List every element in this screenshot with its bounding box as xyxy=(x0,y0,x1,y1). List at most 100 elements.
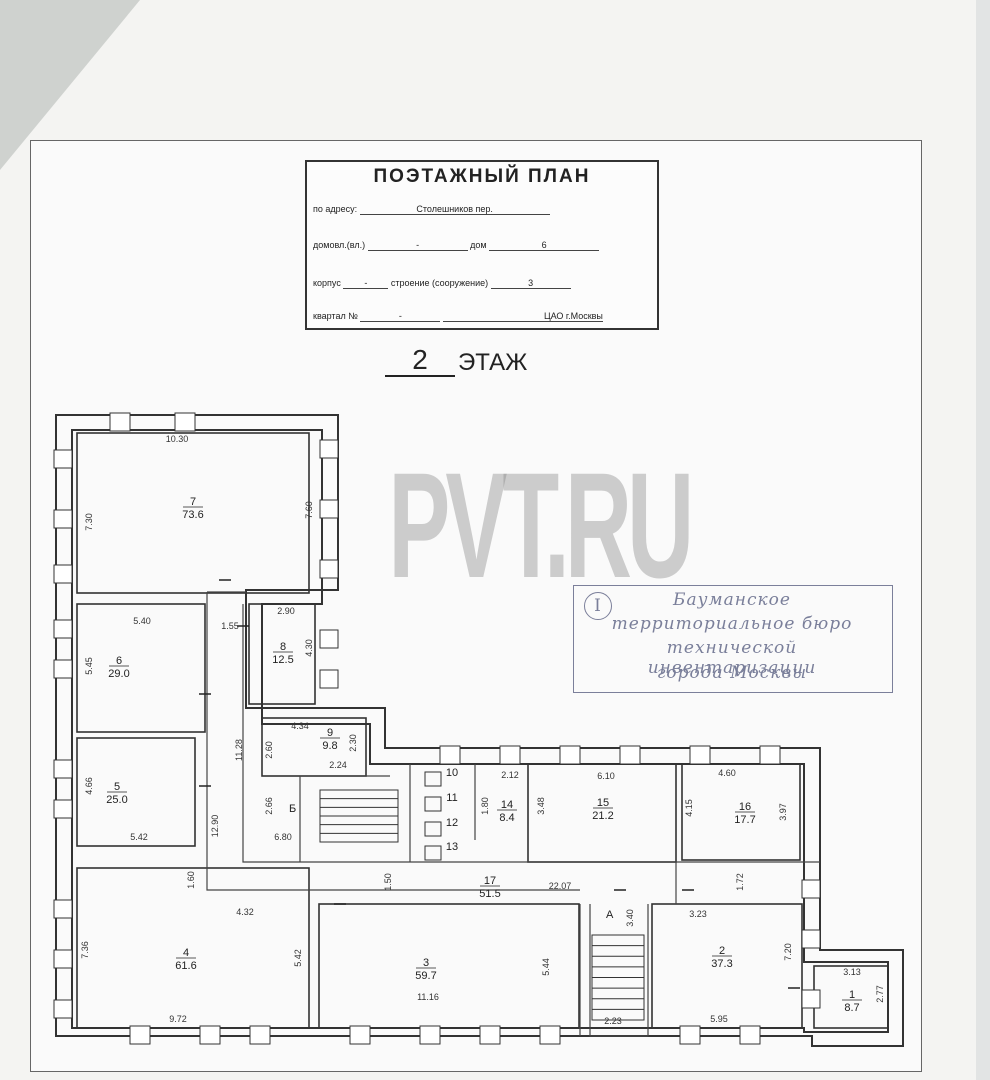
floor-label: ЭТАЖ xyxy=(458,349,528,376)
dimension-label-42: 2.77 xyxy=(875,985,885,1003)
dimension-label-4: 5.40 xyxy=(133,616,151,626)
room-number-17: 17 xyxy=(484,875,496,887)
watermark: PVT.RU xyxy=(388,441,694,609)
dimension-label-25: 3.97 xyxy=(778,803,788,821)
dimension-label-33: 5.44 xyxy=(541,958,551,976)
room-area-17: 51.5 xyxy=(479,888,500,900)
window-h-1 xyxy=(109,412,131,432)
dimension-label-18: 6.80 xyxy=(274,832,292,842)
dimension-label-7: 2.90 xyxy=(277,606,295,616)
dimension-label-24: 4.60 xyxy=(718,768,736,778)
district: ЦАО г.Москвы xyxy=(442,311,603,322)
window-h-11 xyxy=(249,1025,271,1045)
address-row: по адресу: Столешников пер. xyxy=(313,204,550,215)
room-number-11: 11 xyxy=(446,792,457,804)
dimension-label-35: 3.40 xyxy=(625,909,635,927)
stamp-line-1: Бауманское xyxy=(673,590,791,610)
kvartal-row: квартал № - ЦАО г.Москвы xyxy=(313,311,603,322)
dimension-label-14: 4.66 xyxy=(84,777,94,795)
dimension-label-11: 2.60 xyxy=(264,741,274,759)
room-number-7: 7 xyxy=(190,496,196,508)
room-outline-1 xyxy=(76,432,310,594)
dimension-label-41: 3.13 xyxy=(843,967,861,977)
stamp-line-4: города Москвы xyxy=(656,663,808,683)
window-h-12 xyxy=(349,1025,371,1045)
wc-fixture-2 xyxy=(424,796,442,812)
dimension-label-12: 2.30 xyxy=(348,734,358,752)
dimension-label-32: 9.72 xyxy=(169,1014,187,1024)
partition-8 xyxy=(589,904,649,1037)
window-13 xyxy=(319,559,339,579)
wc-fixture-1 xyxy=(424,771,442,787)
window-2 xyxy=(53,509,73,529)
room-number-9: 9 xyxy=(327,727,333,739)
plan-title: ПОЭТАЖНЫЙ ПЛАН xyxy=(373,166,591,187)
dimension-label-8: 4.30 xyxy=(304,639,314,657)
window-h-2 xyxy=(174,412,196,432)
room-area-9: 9.8 xyxy=(322,740,337,752)
dom-value: 6 xyxy=(489,240,600,251)
window-h-13 xyxy=(419,1025,441,1045)
dimension-label-21: 6.10 xyxy=(597,771,615,781)
window-18 xyxy=(801,989,821,1009)
window-h-9 xyxy=(129,1025,151,1045)
window-7 xyxy=(53,799,73,819)
room-number-8: 8 xyxy=(280,641,286,653)
window-h-3 xyxy=(439,745,461,765)
room-area-7: 73.6 xyxy=(182,509,203,521)
title-block: ПОЭТАЖНЫЙ ПЛАН по адресу: Столешников пе… xyxy=(305,160,659,330)
dimension-label-9: 11.28 xyxy=(234,739,244,761)
room-outline-10 xyxy=(651,903,803,1029)
dimension-label-30: 7.36 xyxy=(80,941,90,959)
room-area-15: 21.2 xyxy=(592,810,613,822)
window-6 xyxy=(53,759,73,779)
dimension-label-36: 2.23 xyxy=(604,1016,622,1026)
window-h-15 xyxy=(539,1025,561,1045)
window-h-16 xyxy=(679,1025,701,1045)
room-number-13: 13 xyxy=(446,841,458,853)
stamp-line-3: технической инвентаризации xyxy=(647,638,817,678)
dimension-label-20: 1.80 xyxy=(480,797,490,815)
window-14 xyxy=(319,629,339,649)
window-h-8 xyxy=(759,745,781,765)
room-number-3: 3 xyxy=(423,957,429,969)
room-area-2: 37.3 xyxy=(711,958,732,970)
window-h-5 xyxy=(559,745,581,765)
room-area-5: 25.0 xyxy=(106,794,127,806)
dimension-label-38: 3.23 xyxy=(689,909,707,919)
house-row: домовл.(вл.) - дом 6 xyxy=(313,240,600,251)
room-area-3: 59.7 xyxy=(415,970,436,982)
room-area-16: 17.7 xyxy=(734,814,755,826)
dimension-label-22: 3.48 xyxy=(536,797,546,815)
window-11 xyxy=(319,439,339,459)
address-value: Столешников пер. xyxy=(359,204,550,215)
window-5 xyxy=(53,659,73,679)
dimension-label-29: 4.32 xyxy=(236,907,254,917)
room-outline-8 xyxy=(76,867,310,1029)
window-12 xyxy=(319,499,339,519)
dimension-label-2: 7.30 xyxy=(84,513,94,531)
dimension-label-1: 10.30 xyxy=(166,434,189,444)
room-outline-4 xyxy=(76,737,196,847)
room-number-14: 14 xyxy=(501,799,513,811)
window-4 xyxy=(53,619,73,639)
window-15 xyxy=(319,669,339,689)
dimension-label-27: 1.50 xyxy=(383,873,393,891)
room-outline-2 xyxy=(76,603,206,733)
room-outline-9 xyxy=(318,903,580,1029)
floor-number: 2 xyxy=(385,345,455,377)
window-h-6 xyxy=(619,745,641,765)
dimension-label-37: 1.72 xyxy=(735,873,745,891)
korpus-row: корпус - строение (сооружение) 3 xyxy=(313,278,571,289)
dimension-label-16: 12.90 xyxy=(210,815,220,838)
page-edge xyxy=(976,0,990,1080)
room-area-14: 8.4 xyxy=(499,812,514,824)
dimension-label-13: 2.24 xyxy=(329,760,347,770)
room-number-12: 12 xyxy=(446,817,458,829)
room-number-10: 10 xyxy=(446,767,458,779)
window-8 xyxy=(53,899,73,919)
room-area-4: 61.6 xyxy=(175,960,196,972)
stamp-line-2: территориальное бюро xyxy=(611,614,853,634)
dimension-label-17: 2.66 xyxy=(264,797,274,815)
